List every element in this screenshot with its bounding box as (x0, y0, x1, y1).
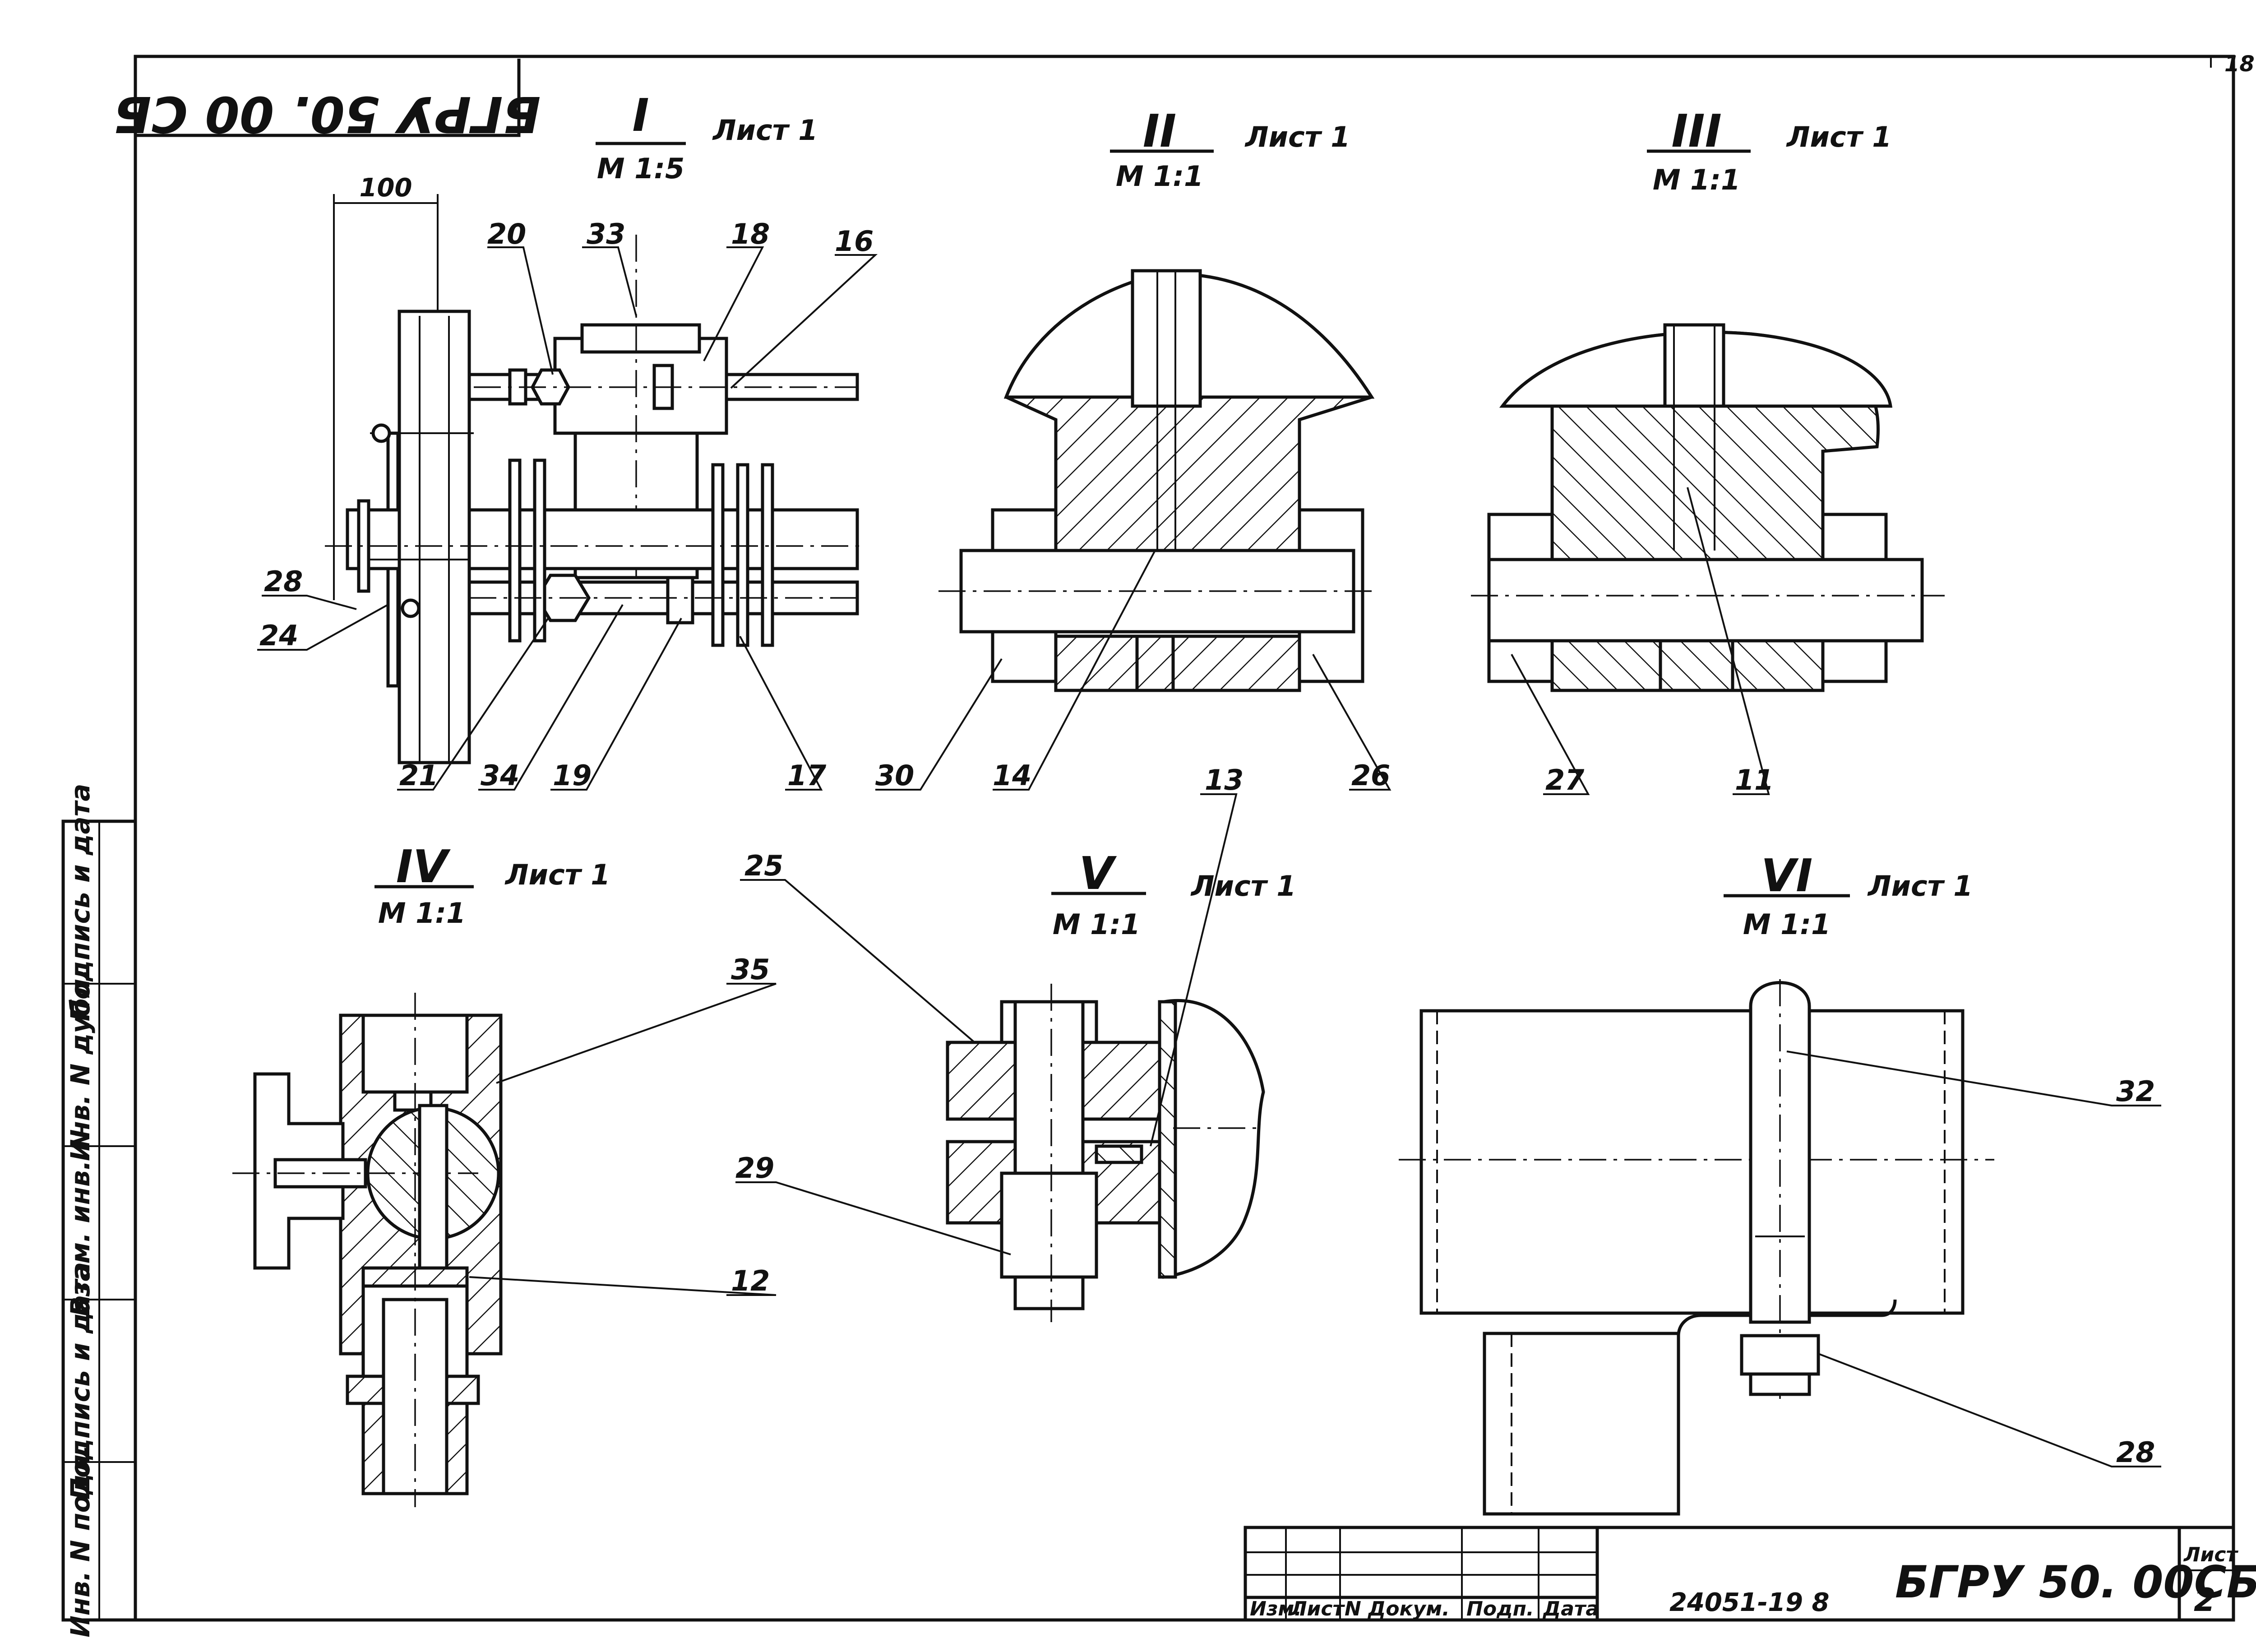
callout-33: 33 (587, 217, 625, 250)
dimension-100-value: 100 (360, 173, 412, 203)
view-5-numeral: V (1079, 847, 1117, 900)
callout-28: 28 (264, 565, 303, 598)
header-doc: N Докум. (1345, 1597, 1450, 1620)
callout-14: 14 (993, 759, 1031, 792)
callout-24: 24 (259, 619, 298, 652)
side-label-3: Взам. инв. N (65, 1129, 96, 1317)
callout-30: 30 (875, 759, 914, 792)
view-4-scale: М 1:1 (378, 897, 466, 930)
header-list: Лист (1290, 1597, 1345, 1620)
callout-28b: 28 (2116, 1436, 2155, 1469)
view-3-sheet-ref: Лист 1 (1786, 120, 1891, 153)
callout-27: 27 (1545, 764, 1585, 796)
view-2: II М 1:1 Лист 1 30 14 26 (875, 105, 1392, 792)
view-3-scale: М 1:1 (1653, 163, 1740, 196)
callout-16: 16 (835, 225, 874, 258)
view-6-scale: М 1:1 (1743, 908, 1831, 941)
side-strip: Инв. N подл. Подпись и дата Взам. инв. N… (61, 784, 137, 1638)
corner-number: 18 (2224, 51, 2255, 77)
header-sign: Подп. (1466, 1597, 1534, 1620)
view-3-leaders (1511, 487, 1770, 795)
view-4: IV М 1:1 Лист 1 35 12 (232, 840, 777, 1507)
title-block: Изм. Лист N Докум. Подп. Дата 24051-19 8… (1244, 1526, 2256, 1622)
side-label-1: Инв. N подл. (65, 1444, 96, 1638)
callout-21: 21 (399, 759, 438, 792)
view-2-heading: II М 1:1 Лист 1 (1110, 105, 1350, 193)
view-5-leaders (735, 793, 1238, 1255)
view-4-sheet-ref: Лист 1 (504, 858, 610, 891)
view-4-heading: IV М 1:1 Лист 1 (374, 840, 610, 930)
header-date: Дата (1542, 1597, 1599, 1620)
title-code: БГРУ 50. 00СБ (1895, 1557, 2256, 1608)
callout-34: 34 (481, 759, 519, 792)
view-2-scale: М 1:1 (1116, 160, 1203, 193)
view-3: III М 1:1 Лист 1 27 11 (1471, 105, 1945, 796)
sheet-label: Лист (2183, 1543, 2238, 1566)
view-4-numeral: IV (396, 840, 451, 893)
callout-18: 18 (731, 217, 770, 250)
callout-25: 25 (744, 849, 783, 882)
view-1-heading: I М 1:5 Лист 1 (596, 89, 818, 185)
view-1: I М 1:5 Лист 1 100 (257, 89, 878, 792)
view-1-sheet-ref: Лист 1 (712, 114, 818, 147)
side-label-5: Подпись и дата (65, 784, 96, 1022)
view-3-heading: III М 1:1 Лист 1 (1647, 105, 1891, 196)
side-label-4: Инв. N дубл. (65, 969, 96, 1161)
view-6-heading: VI М 1:1 Лист 1 (1724, 849, 1973, 941)
inverted-stamp: БГРУ 50. 00 СБ (114, 59, 541, 143)
view-5: V М 1:1 Лист 1 25 13 29 (735, 764, 1296, 1322)
callout-32: 32 (2116, 1075, 2155, 1108)
side-label-2: Подпись и дата (65, 1262, 96, 1500)
callout-13: 13 (1205, 764, 1244, 796)
view-4-leaders (469, 983, 777, 1296)
callout-26: 26 (1351, 759, 1390, 792)
view-1-numeral: I (632, 89, 649, 142)
view-6: VI М 1:1 Лист 1 32 28 (1399, 849, 2161, 1516)
view-1-scale: М 1:5 (597, 152, 684, 185)
view-2-sheet-ref: Лист 1 (1244, 120, 1350, 153)
callout-29: 29 (735, 1152, 774, 1185)
callout-17: 17 (787, 759, 827, 792)
view-5-sheet-ref: Лист 1 (1190, 870, 1296, 902)
sheet-number: 2 (2194, 1582, 2216, 1619)
callout-12: 12 (731, 1264, 770, 1297)
callout-35: 35 (731, 953, 770, 986)
callout-19: 19 (553, 759, 592, 792)
view-6-numeral: VI (1761, 849, 1813, 902)
view-5-heading: V М 1:1 Лист 1 (1051, 847, 1296, 941)
dimension-100: 100 (333, 173, 439, 600)
archive-number: 24051-19 8 (1669, 1588, 1829, 1617)
view-3-numeral: III (1671, 105, 1722, 157)
view-6-sheet-ref: Лист 1 (1867, 870, 1973, 902)
callout-11: 11 (1735, 764, 1774, 796)
view-2-leaders (875, 550, 1392, 791)
view-5-scale: М 1:1 (1053, 908, 1140, 941)
view-2-numeral: II (1143, 105, 1176, 157)
callout-20: 20 (487, 217, 526, 250)
header-izm: Изм. (1250, 1597, 1302, 1620)
inverted-stamp-code: БГРУ 50. 00 СБ (114, 85, 541, 143)
view-1-leaders (257, 246, 878, 791)
view-6-leaders (1786, 1050, 2161, 1467)
